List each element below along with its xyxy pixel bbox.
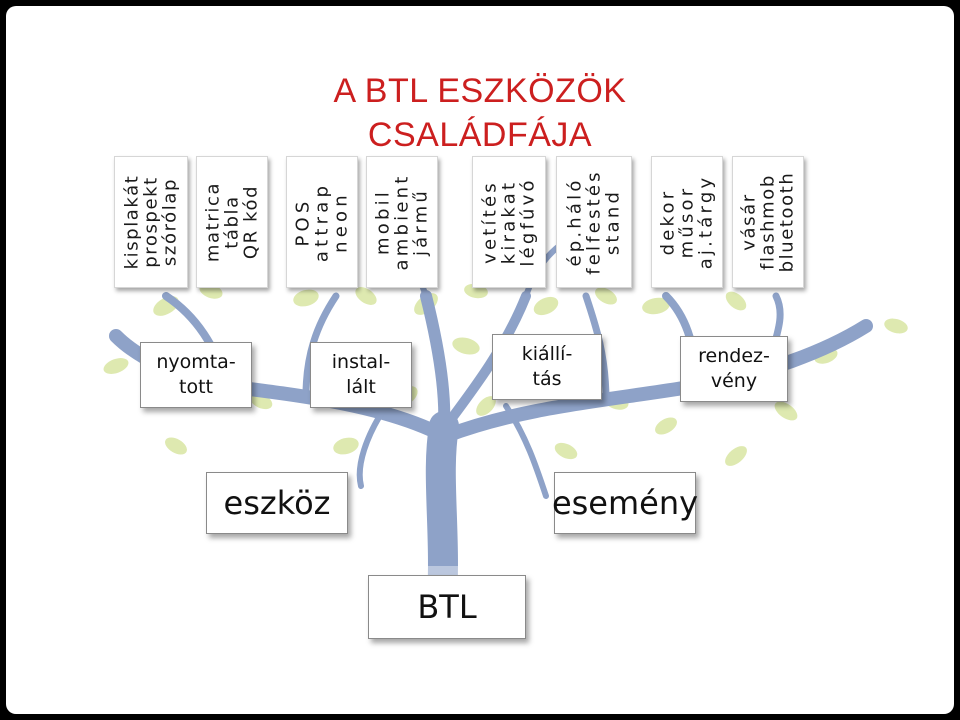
- btl-root-box: BTL: [368, 575, 526, 639]
- branch-label-line: nyomta-: [156, 351, 236, 373]
- esemeny-box: esemény: [551, 472, 699, 534]
- branch-box-installalt: instal- lált: [310, 342, 412, 408]
- tree-branches: [109, 233, 873, 621]
- esemeny-label: esemény: [551, 484, 699, 522]
- branch-label-line: kiállí-: [521, 343, 573, 365]
- diagram-title-line-1: A BTL ESZKÖZÖK: [333, 72, 627, 110]
- branch-label-line: tott: [179, 376, 213, 398]
- branch-label-line: rendez-: [698, 345, 770, 367]
- branch-label-line: tás: [532, 368, 562, 390]
- eszkoz-box: eszköz: [206, 472, 348, 534]
- diagram-title-line-2: CSALÁDFÁJA: [367, 116, 593, 154]
- branch-box-kiallitas: kiállí- tás: [492, 334, 602, 400]
- btl-root-label: BTL: [417, 588, 477, 626]
- branch-label-line: instal-: [331, 351, 391, 373]
- eszkoz-label: eszköz: [223, 484, 331, 522]
- branch-box-rendezveny: rendez- vény: [680, 336, 788, 402]
- branch-label-line: vény: [710, 370, 758, 392]
- branch-label-line: lált: [346, 376, 376, 398]
- branch-box-nyomtatott: nyomta- tott: [140, 342, 252, 408]
